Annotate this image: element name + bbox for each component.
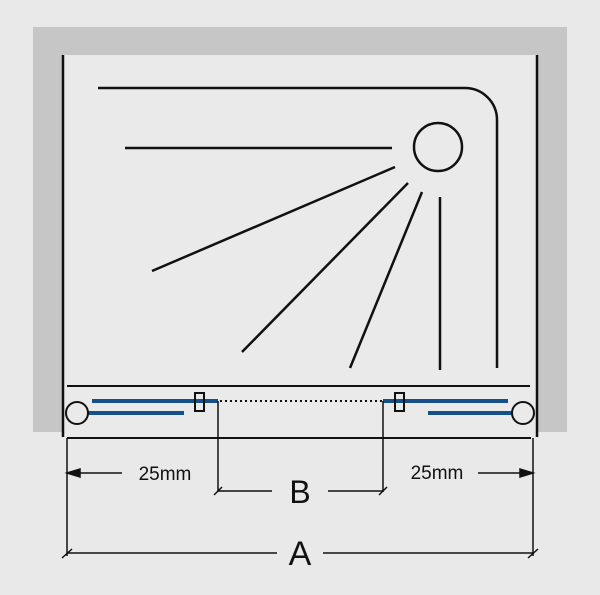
dimension-lines	[61, 401, 539, 559]
dimension-a-label: A	[289, 535, 312, 573]
left-wall-profile-icon	[65, 401, 89, 425]
shower-tray	[98, 86, 499, 370]
tick-mark	[213, 486, 223, 496]
slope-line	[151, 165, 396, 273]
door-track	[65, 385, 535, 439]
right-arrowhead-icon	[519, 467, 536, 479]
drain-icon	[412, 121, 464, 173]
left-wall	[33, 27, 62, 432]
back-wall	[33, 27, 567, 55]
tray-rim	[98, 86, 499, 368]
right-offset-label: 25mm	[411, 463, 464, 484]
slope-line	[348, 191, 424, 369]
right-wall	[538, 27, 567, 432]
right-wall-profile-icon	[511, 401, 535, 425]
left-handle-icon	[194, 392, 205, 412]
walls	[33, 27, 567, 440]
tick-mark	[61, 548, 73, 559]
left-offset-label: 25mm	[139, 464, 192, 485]
right-handle-icon	[394, 392, 405, 412]
dimension-b-label: B	[289, 474, 310, 510]
slope-line	[241, 182, 409, 353]
tick-mark	[378, 486, 388, 496]
left-arrowhead-icon	[64, 467, 81, 479]
shower-tray-area	[62, 55, 538, 440]
tick-mark	[527, 548, 539, 559]
